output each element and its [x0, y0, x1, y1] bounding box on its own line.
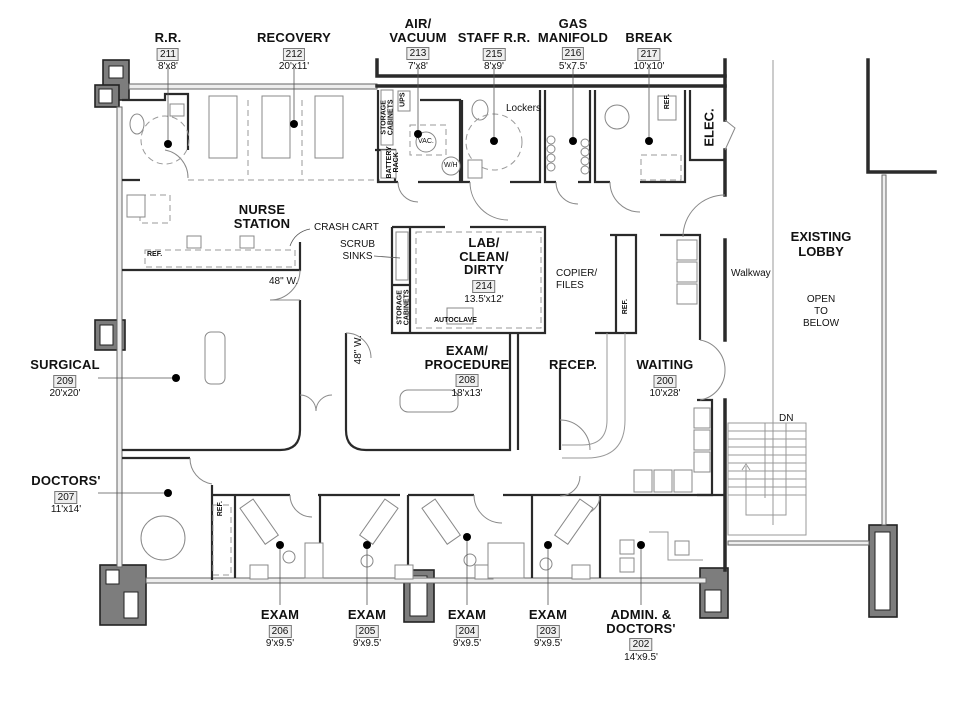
room-label-elec: ELEC.: [701, 108, 717, 147]
room-label-exam-206: EXAM 206 9'x9.5': [261, 608, 299, 650]
stairs-down-note: DN: [779, 413, 794, 424]
room-label-waiting: WAITING 200 10'x28': [636, 358, 693, 400]
doors: [164, 119, 736, 524]
room-name: EXAM/ PROCEDURE: [424, 343, 510, 372]
room-number: 205: [355, 624, 379, 638]
room-name: RECOVERY: [256, 30, 332, 45]
room-size: 9'x9.5': [533, 638, 563, 650]
room-label-doctors: DOCTORS' 207 11'x14': [31, 474, 100, 516]
door-width-note: 48" W.: [269, 276, 299, 287]
room-number: 202: [629, 638, 653, 652]
room-label-staff-rr: STAFF R.R. 215 8'x9': [458, 31, 531, 73]
ups-note: UPS: [399, 92, 407, 107]
room-name: RECEP.: [549, 357, 597, 372]
room-name: R.R.: [154, 30, 182, 45]
room-name: LAB/ CLEAN/ DIRTY: [459, 235, 509, 278]
room-name: EXAM: [347, 607, 387, 622]
room-name: DOCTORS': [31, 473, 101, 488]
room-number: 203: [536, 624, 560, 638]
ref-note: REF.: [147, 251, 163, 258]
room-number: 214: [472, 279, 496, 293]
room-label-existing-lobby: EXISTING LOBBY: [790, 229, 852, 259]
room-name: EXAM: [447, 607, 487, 622]
storage-cabinets-note: STORAGE CABINETS: [396, 289, 411, 326]
room-name: EXAM: [528, 607, 568, 622]
room-size: 14'x9.5': [624, 652, 658, 664]
room-label-lab: LAB/ CLEAN/ DIRTY 214 13.5'x12': [459, 236, 509, 305]
room-size: 20'x11': [278, 61, 310, 73]
room-label-recovery: RECOVERY 212 20'x11': [257, 31, 331, 73]
room-label-rr: R.R. 211 8'x8': [155, 31, 182, 73]
room-size: 10'x28': [649, 388, 681, 400]
room-size: 8'x9': [484, 61, 504, 73]
room-label-exam-205: EXAM 205 9'x9.5': [348, 608, 386, 650]
room-size: 18'x13': [451, 388, 483, 400]
ref-note: REF.: [621, 299, 629, 315]
room-label-recep: RECEP.: [549, 358, 597, 372]
room-label-admin: ADMIN. & DOCTORS' 202 14'x9.5': [606, 608, 675, 664]
leaders: [98, 68, 653, 605]
column-nw: [94, 59, 130, 108]
room-size: 10'x10': [633, 61, 665, 73]
room-label-exam-203: EXAM 203 9'x9.5': [529, 608, 567, 650]
door-width-note: 48" W.: [352, 335, 364, 365]
autoclave-note: AUTOCLAVE: [434, 317, 477, 324]
room-name: STAFF R.R.: [457, 30, 531, 45]
room-size: 7'x8': [408, 61, 428, 73]
room-label-air-vacuum: AIR/ VACUUM 213 7'x8': [389, 17, 446, 73]
room-number: 215: [482, 47, 506, 61]
vac-note: VAC.: [418, 138, 434, 145]
room-label-nurse-station: NURSE STATION: [234, 203, 291, 230]
room-label-break: BREAK 217 10'x10': [625, 31, 672, 73]
room-size: 5'x7.5': [558, 61, 588, 73]
room-number: 206: [268, 624, 292, 638]
room-number: 204: [455, 624, 479, 638]
water-heater-note: W/H: [444, 162, 458, 169]
room-size: 20'x20': [49, 388, 81, 400]
ref-note: REF.: [663, 94, 671, 110]
room-name: WAITING: [636, 357, 694, 372]
room-size: 11'x14': [50, 504, 82, 516]
room-label-surgical: SURGICAL 209 20'x20': [30, 358, 100, 400]
room-name: SURGICAL: [30, 357, 100, 372]
room-size: 9'x9.5': [452, 638, 482, 650]
room-number: 216: [561, 47, 585, 61]
open-to-below-note: OPEN TO BELOW: [802, 294, 840, 329]
room-label-gas-manifold: GAS MANIFOLD 216 5'x7.5': [538, 17, 608, 73]
lockers-note: Lockers: [506, 103, 542, 114]
copier-files-note: COPIER/ FILES: [556, 268, 598, 291]
room-label-exam-204: EXAM 204 9'x9.5': [448, 608, 486, 650]
column-sw: [99, 564, 147, 626]
room-name: AIR/ VACUUM: [389, 16, 447, 45]
room-size: 9'x9.5': [265, 638, 295, 650]
room-number: 208: [455, 374, 479, 388]
room-size: 8'x8': [158, 61, 178, 73]
room-name: BREAK: [625, 30, 673, 45]
room-name: EXAM: [260, 607, 300, 622]
room-number: 207: [54, 490, 78, 504]
room-name: NURSE STATION: [233, 202, 291, 231]
walkway-note: Walkway: [731, 268, 771, 279]
room-size: 13.5'x12': [464, 293, 504, 305]
storage-cabinets-note: STORAGE CABINETS: [380, 99, 395, 136]
column-lobby: [868, 524, 898, 618]
room-number: 200: [653, 374, 677, 388]
ref-note: REF.: [216, 501, 224, 517]
column-se: [699, 567, 729, 619]
room-number: 212: [282, 47, 306, 61]
battery-rack-note: BATTERY RACK: [385, 146, 401, 179]
room-name: ADMIN. & DOCTORS': [606, 607, 676, 636]
room-label-exam-procedure: EXAM/ PROCEDURE 208 18'x13': [425, 344, 510, 400]
fixtures: [126, 89, 807, 580]
crash-cart-note: CRASH CART: [314, 222, 379, 233]
room-number: 211: [157, 47, 179, 61]
room-number: 217: [637, 47, 661, 61]
room-name: GAS MANIFOLD: [537, 16, 609, 45]
scrub-sinks-note: SCRUB SINKS: [340, 239, 376, 262]
room-number: 213: [406, 47, 430, 61]
room-number: 209: [53, 374, 77, 388]
room-size: 9'x9.5': [352, 638, 382, 650]
